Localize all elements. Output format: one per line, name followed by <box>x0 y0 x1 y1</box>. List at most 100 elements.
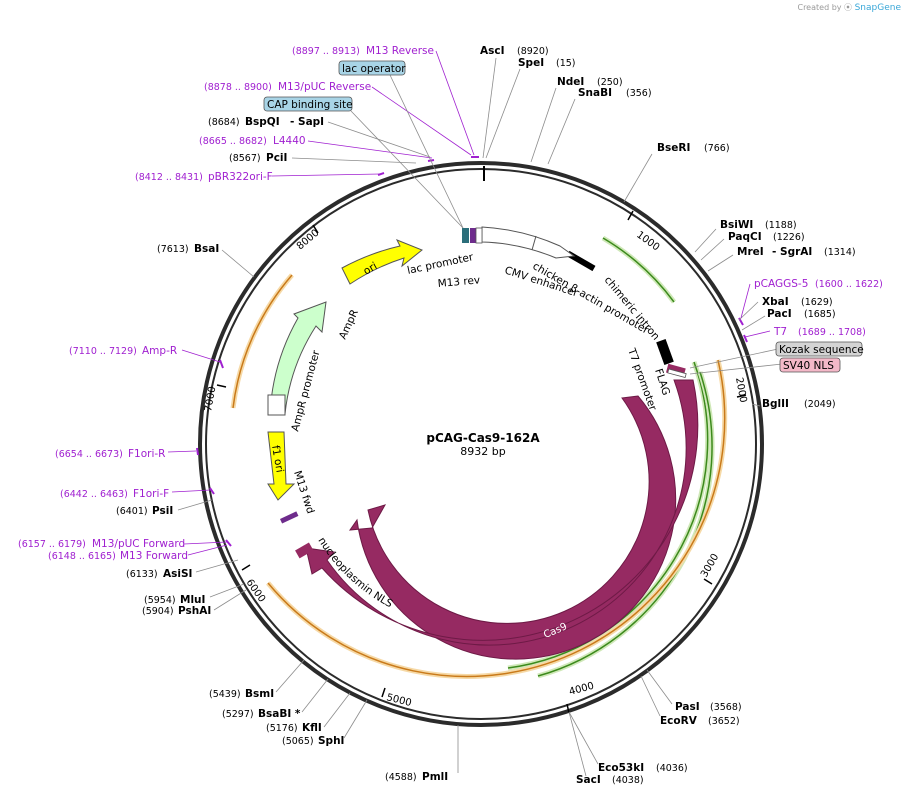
primer-pcaggs-5: pCAGGS-5 <box>754 278 808 290</box>
orf-arc-orange-1 <box>267 359 726 678</box>
enzyme-kflI-pos: (5176) <box>266 723 298 734</box>
primer-f1ori-r: F1ori-R <box>128 448 165 460</box>
tick-marks <box>216 210 747 714</box>
primer-t7: T7 <box>773 326 787 338</box>
enzyme-bsaI: BsaI <box>194 243 219 255</box>
enzyme-bglII: BglII <box>762 398 789 410</box>
leader-lines <box>177 57 766 777</box>
snapgene-credit: Created by ⦿ SnapGene <box>797 2 901 13</box>
enzyme-pmlI-pos: (4588) <box>385 772 417 783</box>
primer-amp-r-range: (7110 .. 7129) <box>69 346 137 357</box>
enzyme-sacI-pos: (4038) <box>612 775 644 786</box>
enzyme-pshAI: PshAI <box>178 605 211 617</box>
cmv-chicken-promoter-arrow <box>481 226 576 259</box>
cas9-inner-label: Cas9 <box>517 571 544 591</box>
enzyme-mluI: MluI <box>180 594 205 606</box>
primer-t7-range: (1689 .. 1708) <box>798 327 866 338</box>
backbone-inner-ring <box>205 168 757 720</box>
enzyme-mreI: MreI <box>737 246 764 258</box>
orf-arc-orange-2 <box>232 274 293 409</box>
primer-m13-puc-forward-range: (6157 .. 6179) <box>18 539 86 550</box>
ampr-label: AmpR <box>337 308 361 342</box>
plasmid-name: pCAG-Cas9-162A <box>426 431 540 445</box>
m13-rev-label: M13 rev <box>437 274 480 290</box>
enzyme-sphI: SphI <box>318 735 344 747</box>
sv40-nls-box <box>779 357 841 373</box>
primer-m13-forward: M13 Forward <box>120 550 188 562</box>
primer-pbr322ori-f: pBR322ori-F <box>208 171 273 183</box>
primer-l4440: L4440 <box>273 135 306 147</box>
enzyme-ndeI: NdeI <box>557 76 584 88</box>
primer-f1ori-f-range: (6442 .. 6463) <box>60 489 128 500</box>
enzyme-bsiWI: BsiWI <box>720 219 753 231</box>
primer-f1ori-r-range: (6654 .. 6673) <box>55 449 123 460</box>
primer-f1ori-f: F1ori-F <box>133 488 169 500</box>
enzyme-bsiWI-pos: (1188) <box>765 220 797 231</box>
enzyme-ecoRV: EcoRV <box>660 715 698 727</box>
enzyme-psiI-pos: (6401) <box>116 506 148 517</box>
enzyme-asiSI-pos: (6133) <box>126 569 158 580</box>
enzyme-pasI: PasI <box>675 701 700 713</box>
enzyme-speI: SpeI <box>518 57 544 69</box>
f1-ori-label: f1 ori <box>269 444 286 473</box>
enzyme-pacI-pos: (1685) <box>804 309 836 320</box>
f1-ori-arrow <box>267 431 296 501</box>
enzyme-pacI: PacI <box>767 308 792 320</box>
enzyme-mreI-pos: (1314) <box>824 247 856 258</box>
orf-arc-green-1 <box>507 361 709 669</box>
m13-fwd-block <box>279 511 299 524</box>
primer-m13-puc-forward: M13/pUC Forward <box>92 538 185 550</box>
sv40-nls-label: SV40 NLS <box>783 360 834 372</box>
primer-m13-reverse-range: (8897 .. 8913) <box>292 46 360 57</box>
primer-amp-r: Amp-R <box>142 345 177 357</box>
enzyme-bsaI-pos: (7613) <box>157 244 189 255</box>
primer-m13-reverse: M13 Reverse <box>366 45 434 57</box>
enzyme-snaBI-pos: (356) <box>626 88 652 99</box>
enzyme-bsmI: BsmI <box>245 688 274 700</box>
cap-binding-site-box <box>263 96 353 112</box>
m13-fwd-label: M13 fwd <box>291 469 316 515</box>
cmv-divider <box>531 235 537 251</box>
enzyme-ascI-pos: (8920) <box>517 46 549 57</box>
enzyme-bsaBI-pos: (5297) <box>222 709 254 720</box>
enzyme-pasI-pos: (3568) <box>710 702 742 713</box>
enzyme-speI-pos: (15) <box>556 58 576 69</box>
m13-rev-block <box>470 228 476 243</box>
enzyme-asiSI: AsiSI <box>163 568 192 580</box>
cap-binding-site-label: CAP binding site <box>267 99 353 111</box>
box-leader-lines <box>350 74 783 375</box>
primer-m13-puc-reverse: M13/pUC Reverse <box>278 81 371 93</box>
enzyme-bspQI-pos: (8684) <box>208 117 240 128</box>
enzyme-sacI: SacI <box>576 774 601 786</box>
tick-label-7000: 7000 <box>203 386 218 413</box>
lac-promoter-block <box>475 227 483 244</box>
kozak-block <box>667 368 687 379</box>
primer-pcaggs-5-range: (1600 .. 1622) <box>815 279 883 290</box>
primer-marks <box>196 156 748 547</box>
cas9-outer-arrow <box>305 379 699 646</box>
enzyme-bseRI: BseRI <box>657 142 690 154</box>
lac-operator-label: lac operator <box>342 63 406 75</box>
enzyme-eco53kI-pos: (4036) <box>656 763 688 774</box>
ampr-promoter-block <box>267 394 286 416</box>
primer-leader-lines <box>167 50 771 556</box>
t7-promoter-block <box>656 339 674 365</box>
enzyme-pshAI-pos: (5904) <box>142 606 174 617</box>
lac-operator-box <box>338 60 406 76</box>
enzyme-eco53kI: Eco53kI <box>598 762 644 774</box>
enzyme-paqCI-pos: (1226) <box>773 232 805 243</box>
enzyme-pciI-pos: (8567) <box>229 153 261 164</box>
enzyme-sapI: - SapI <box>290 116 324 128</box>
enzyme-pciI: PciI <box>266 152 287 164</box>
tick-label-3000: 3000 <box>699 552 721 580</box>
enzyme-ecoRV-pos: (3652) <box>708 716 740 727</box>
ori-arrow <box>341 239 423 285</box>
enzyme-bspQI: BspQI <box>245 116 280 128</box>
enzyme-pmlI: PmlI <box>422 771 448 783</box>
enzyme-paqCI: PaqCI <box>728 231 762 243</box>
credit-brand: SnapGene <box>854 3 901 13</box>
chicken-promoter-label: chicken β-actin promoter <box>531 260 652 337</box>
primer-l4440-range: (8665 .. 8682) <box>199 136 267 147</box>
nucleoplasmin-nls-block <box>295 542 314 559</box>
enzyme-bglII-pos: (2049) <box>804 399 836 410</box>
